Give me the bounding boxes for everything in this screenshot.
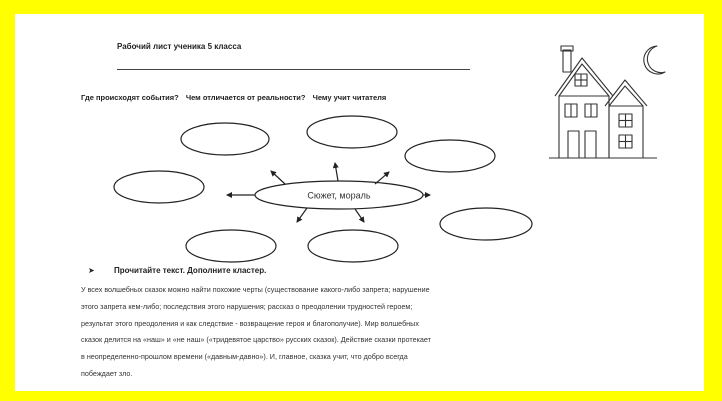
paragraph-line: У всех волшебных сказок можно найти похо… bbox=[81, 285, 430, 294]
paragraph-line: в неопределенно-прошлом времени («давным… bbox=[81, 352, 408, 362]
cluster-oval-top-center[interactable] bbox=[306, 115, 398, 149]
cluster-oval-left[interactable] bbox=[113, 170, 205, 204]
task-instruction: ➤ Прочитайте текст. Дополните кластер. bbox=[88, 266, 266, 275]
paragraph-line: сказок делится на «наш» и «не наш» («три… bbox=[81, 335, 431, 345]
cluster-oval-top-left[interactable] bbox=[180, 122, 270, 156]
paragraph-line: результат этого преодоления и как следст… bbox=[81, 318, 419, 328]
name-line bbox=[117, 69, 470, 70]
spoke-arrow-up bbox=[332, 162, 339, 182]
cluster-diagram: Сюжет, мораль bbox=[113, 115, 533, 263]
cluster-oval-bottom-center[interactable] bbox=[307, 229, 399, 263]
reading-paragraph: У всех волшебных сказок можно найти похо… bbox=[81, 282, 661, 383]
cluster-center-label: Сюжет, мораль bbox=[307, 191, 370, 201]
spoke-arrow-upper-right bbox=[374, 171, 390, 185]
house-illustration bbox=[549, 45, 666, 159]
worksheet-title: Рабочий лист ученика 5 класса bbox=[117, 42, 242, 51]
question-1: Где происходят события? bbox=[81, 93, 179, 102]
cluster-oval-lower-right[interactable] bbox=[439, 207, 533, 241]
cluster-oval-upper-right[interactable] bbox=[404, 139, 496, 173]
cluster-oval-bottom-left[interactable] bbox=[185, 229, 277, 263]
guiding-questions: Где происходят события? Чем отличается о… bbox=[81, 93, 391, 102]
question-3: Чему учит читателя bbox=[312, 93, 387, 102]
spoke-arrow-lower-left bbox=[296, 207, 308, 223]
paragraph-line: побеждает зло. bbox=[81, 368, 133, 378]
worksheet-page: Рабочий лист ученика 5 класса Где происх… bbox=[15, 14, 704, 391]
spoke-arrow-lower-right bbox=[354, 208, 365, 223]
bullet-arrow-icon: ➤ bbox=[88, 266, 95, 275]
paragraph-line: этого запрета кем-либо; последствия этог… bbox=[81, 301, 413, 311]
question-2: Чем отличается от реальности? bbox=[185, 93, 306, 102]
spoke-arrow-upper-left bbox=[270, 170, 286, 185]
task-text: Прочитайте текст. Дополните кластер. bbox=[114, 266, 267, 275]
